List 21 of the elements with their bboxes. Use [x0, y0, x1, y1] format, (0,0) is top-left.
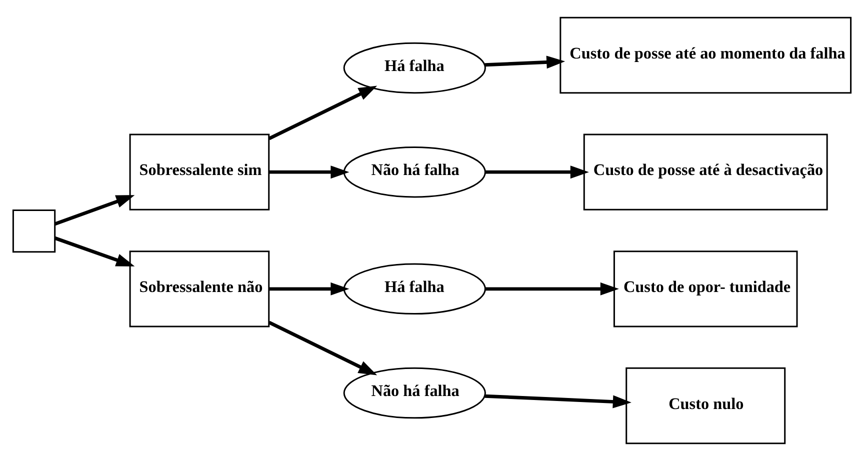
node-box: Custo de posse até ao momento da falha — [560, 16, 852, 94]
node-ellipse: Não há falha — [343, 367, 486, 419]
node-box: Custo nulo — [626, 367, 786, 444]
node-box: Custo de opor- tunidade — [613, 250, 798, 328]
arrow — [268, 320, 378, 376]
node-ellipse: Não há falha — [343, 146, 486, 198]
arrow — [54, 195, 135, 226]
arrow — [54, 236, 135, 266]
arrow — [485, 282, 619, 296]
arrow — [268, 86, 378, 140]
node-box — [12, 210, 56, 253]
node-ellipse: Há falha — [343, 42, 486, 94]
arrow — [269, 282, 350, 296]
node-box: Custo de posse até à desactivação — [583, 134, 828, 210]
arrow — [484, 56, 566, 69]
arrow — [269, 166, 350, 179]
node-ellipse: Há falha — [343, 263, 486, 315]
node-box: Sobressalente sim — [129, 134, 270, 210]
arrow — [485, 166, 589, 179]
arrow — [484, 394, 632, 408]
node-box: Sobressalente não — [129, 250, 270, 328]
